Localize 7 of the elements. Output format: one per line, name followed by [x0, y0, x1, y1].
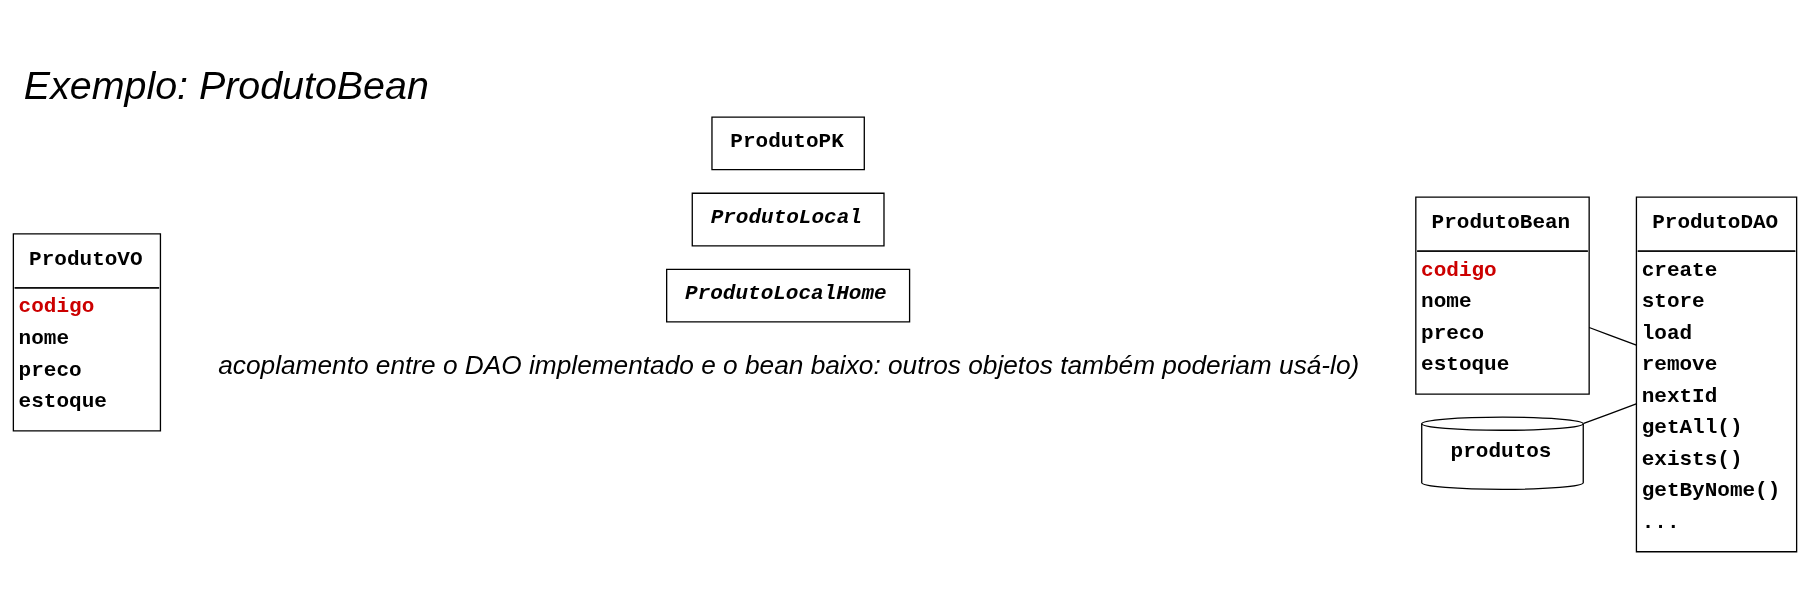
diagram-title: Exemplo: ProdutoBean: [23, 62, 429, 107]
connector: [1583, 402, 1637, 424]
node-box: ProdutoLocalHome: [666, 268, 911, 323]
node-box: ProdutoPK: [711, 115, 865, 170]
label: acoplamento entre o DAO implementado e o bean baixo: outros objetos também poderiam usá-lo): [218, 349, 1360, 380]
connector: [1588, 326, 1637, 346]
node-box: ProdutoLocal: [691, 192, 885, 246]
